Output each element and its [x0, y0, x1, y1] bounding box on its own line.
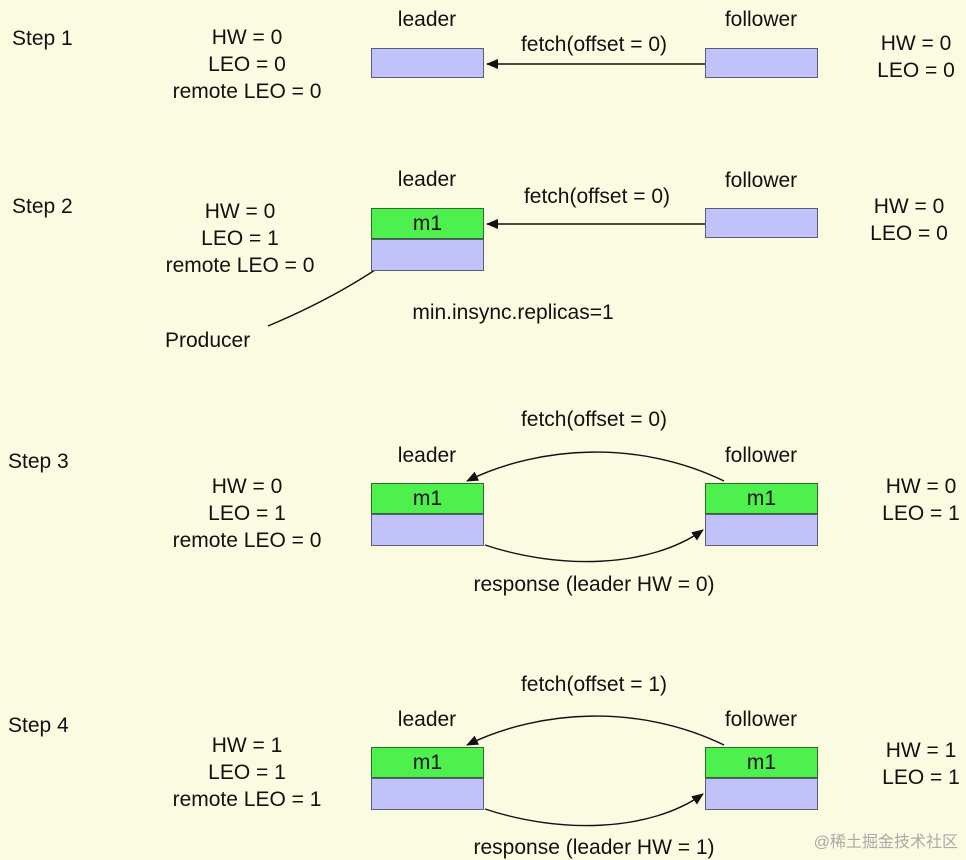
leader-leo: LEO = 1 [201, 227, 279, 250]
step3-follower-label: follower [724, 444, 798, 467]
step4-leader-log [371, 778, 484, 810]
step2-leader-message: m1 [371, 208, 484, 239]
leader-remote-leo: remote LEO = 1 [172, 788, 322, 811]
leader-remote-leo: remote LEO = 0 [165, 254, 315, 277]
leader-leo: LEO = 1 [208, 761, 286, 784]
step3-follower-log [705, 514, 818, 546]
watermark: @稀土掘金技术社区 [813, 834, 958, 851]
leader-remote-leo: remote LEO = 0 [172, 529, 322, 552]
step4-leader-message: m1 [371, 747, 484, 778]
leader-hw: HW = 1 [211, 734, 283, 757]
step3-leader-state: HW = 0 LEO = 1 remote LEO = 0 [173, 473, 322, 554]
step2-leader-label: leader [397, 168, 457, 191]
step1-title: Step 1 [12, 27, 73, 50]
step2-follower-label: follower [724, 169, 798, 192]
step3-response-arrow [484, 529, 704, 563]
leader-remote-leo: remote LEO = 0 [172, 80, 322, 103]
step2-leader-state: HW = 0 LEO = 1 remote LEO = 0 [166, 198, 315, 279]
follower-leo: LEO = 0 [877, 59, 955, 82]
step4-response-arrow [484, 793, 704, 827]
step1-leader-state: HW = 0 LEO = 0 remote LEO = 0 [173, 24, 322, 105]
step4-follower-log [705, 778, 818, 810]
step2-follower-log [705, 208, 818, 238]
step4-fetch-label: fetch(offset = 1) [520, 673, 668, 696]
step1-fetch-label: fetch(offset = 0) [520, 33, 668, 56]
step2-fetch-label: fetch(offset = 0) [523, 185, 671, 208]
step4-title: Step 4 [8, 714, 69, 737]
step4-follower-label: follower [724, 708, 798, 731]
step3-follower-message: m1 [705, 483, 818, 514]
step4-response-label: response (leader HW = 1) [473, 836, 715, 859]
step2-config-label: min.insync.replicas=1 [412, 301, 614, 324]
step3-leader-label: leader [397, 444, 457, 467]
follower-leo: LEO = 1 [882, 502, 960, 525]
step4-leader-state: HW = 1 LEO = 1 remote LEO = 1 [173, 732, 322, 813]
step4-follower-state: HW = 1 LEO = 1 [882, 737, 960, 791]
step2-leader-log [371, 239, 484, 271]
step2-follower-state: HW = 0 LEO = 0 [870, 193, 948, 247]
follower-hw: HW = 1 [885, 739, 957, 762]
step2-producer-label: Producer [165, 329, 251, 352]
follower-hw: HW = 0 [885, 475, 957, 498]
step3-title: Step 3 [8, 450, 69, 473]
step1-follower-label: follower [724, 8, 798, 31]
step4-fetch-arrow [466, 715, 725, 746]
leader-hw: HW = 0 [211, 26, 283, 49]
step1-leader-label: leader [397, 8, 457, 31]
step3-fetch-label: fetch(offset = 0) [520, 408, 668, 431]
step1-leader-log [371, 48, 484, 78]
step3-follower-state: HW = 0 LEO = 1 [882, 473, 960, 527]
leader-hw: HW = 0 [211, 475, 283, 498]
leader-hw: HW = 0 [204, 200, 276, 223]
step4-follower-message: m1 [705, 747, 818, 778]
leader-leo: LEO = 0 [208, 53, 286, 76]
step3-fetch-arrow [466, 451, 725, 482]
step3-leader-message: m1 [371, 483, 484, 514]
follower-hw: HW = 0 [880, 32, 952, 55]
step2-title: Step 2 [12, 195, 73, 218]
step1-follower-log [705, 48, 818, 78]
step1-follower-state: HW = 0 LEO = 0 [877, 30, 955, 84]
step3-leader-log [371, 514, 484, 546]
follower-hw: HW = 0 [873, 195, 945, 218]
leader-leo: LEO = 1 [208, 502, 286, 525]
step3-response-label: response (leader HW = 0) [473, 573, 715, 596]
follower-leo: LEO = 0 [870, 222, 948, 245]
follower-leo: LEO = 1 [882, 766, 960, 789]
step4-leader-label: leader [397, 708, 457, 731]
